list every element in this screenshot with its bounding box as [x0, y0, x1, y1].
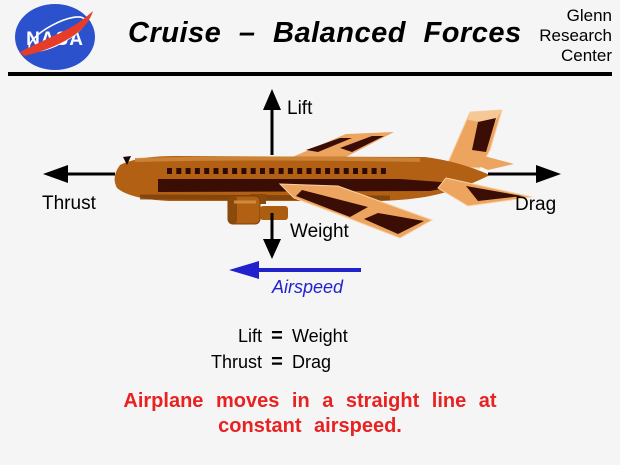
nasa-logo: NASA — [15, 4, 95, 70]
airplane-engine — [227, 194, 288, 225]
equation-lhs: Lift — [237, 326, 262, 346]
airplane-tail-stabilizer — [437, 177, 533, 207]
airplane-cockpit — [123, 156, 131, 165]
airspeed-arrow — [229, 261, 361, 279]
thrust-label: Thrust — [42, 193, 96, 214]
weight-label: Weight — [290, 221, 349, 242]
airplane-tail-fin — [445, 109, 514, 170]
nasa-logo-swoosh — [20, 11, 93, 56]
drag-arrow — [488, 165, 561, 183]
lift-label: Lift — [287, 98, 313, 119]
airplane-near-wing — [278, 183, 434, 239]
page-title: Cruise – Balanced Forces — [128, 17, 522, 49]
equals-sign: = — [271, 351, 283, 373]
equation-lift-weight: Lift = Weight — [188, 325, 348, 348]
org-line-3: Center — [560, 46, 612, 65]
caption-line-2: constant airspeed. — [218, 415, 402, 437]
equation-lhs: Thrust — [210, 352, 262, 372]
org-name-block: Glenn Research Center — [539, 6, 612, 66]
equation-rhs: Weight — [292, 326, 348, 346]
drag-label: Drag — [515, 194, 557, 215]
airspeed-label: Airspeed — [272, 277, 344, 297]
lift-arrow — [263, 89, 281, 155]
equation-thrust-drag: Thrust = Drag — [188, 351, 331, 374]
weight-arrow — [263, 213, 281, 259]
equals-sign: = — [271, 325, 283, 347]
org-line-2: Research — [539, 26, 612, 45]
summary-caption: Airplane moves in a straight line at con… — [0, 389, 620, 439]
airplane-far-wing — [290, 132, 394, 158]
thrust-arrow — [43, 165, 115, 183]
header-divider — [8, 72, 612, 76]
org-line-1: Glenn — [566, 6, 612, 25]
caption-line-1: Airplane moves in a straight line at — [123, 390, 497, 412]
equation-rhs: Drag — [292, 352, 332, 372]
